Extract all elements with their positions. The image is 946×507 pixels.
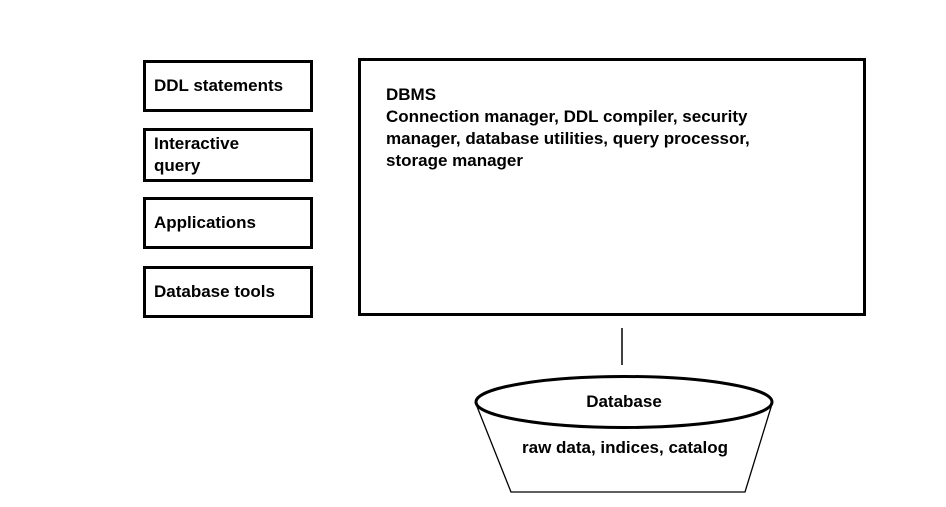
dbms-title: DBMS xyxy=(386,85,437,104)
applications-box: Applications xyxy=(143,197,313,249)
ddl-statements-box: DDL statements xyxy=(143,60,313,112)
dbms-box: DBMS Connection manager, DDL compiler, s… xyxy=(358,58,866,316)
database-tools-box: Database tools xyxy=(143,266,313,318)
database-funnel-body xyxy=(475,403,773,493)
database-tools-label: Database tools xyxy=(154,282,275,301)
interactive-query-box: Interactive query xyxy=(143,128,313,182)
dbms-components-list: Connection manager, DDL compiler, securi… xyxy=(386,107,750,170)
database-ellipse-top xyxy=(474,375,774,429)
applications-label: Applications xyxy=(154,213,257,232)
database-contents: raw data, indices, catalog xyxy=(522,438,728,457)
ddl-statements-label: DDL statements xyxy=(154,76,284,95)
interactive-query-label: Interactive query xyxy=(154,134,240,175)
database-label: Database xyxy=(586,392,662,411)
